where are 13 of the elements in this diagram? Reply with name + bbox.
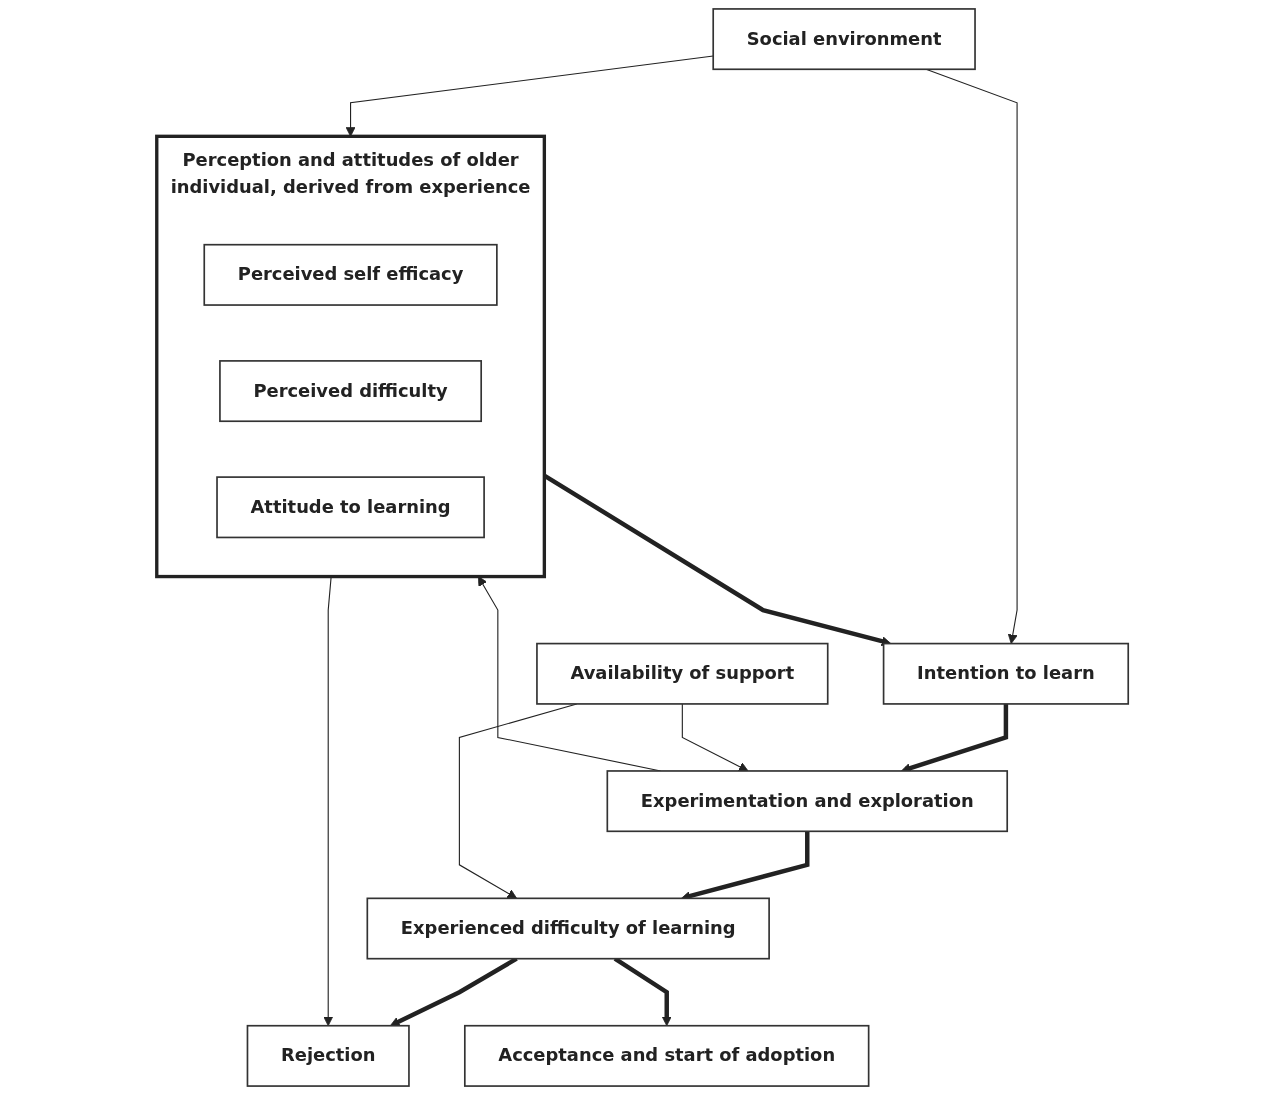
node-box: Perceived self efficacy [203,243,498,306]
arrow [345,55,714,137]
node-box: Availability of support [536,642,829,705]
node-box: Acceptance and start of adoption [464,1024,870,1087]
node-box: Experienced difficulty of learning [366,897,770,960]
node-box: Social environment [712,8,976,71]
arrow [681,703,749,772]
node-box: Rejection [246,1024,410,1087]
node-box: Perceived difficulty [219,360,482,423]
node-box: Experimentation and exploration [606,770,1009,833]
arrow [323,576,334,1027]
node-box: Intention to learn [882,642,1130,705]
node-box: Attitude to learning [216,476,485,539]
